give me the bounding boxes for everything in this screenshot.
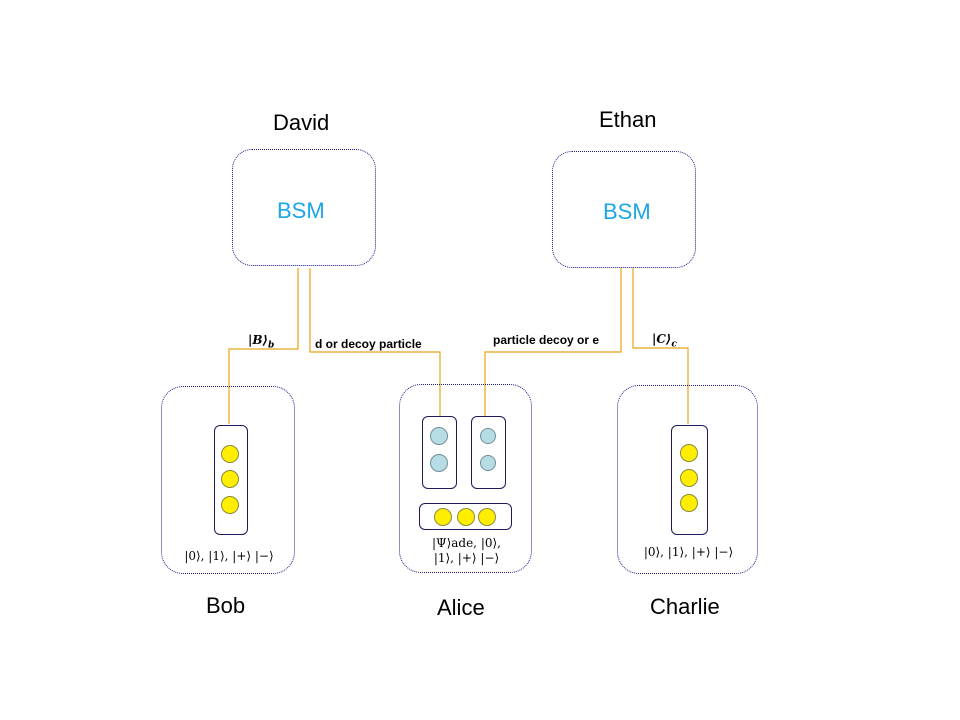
alice-register-left	[422, 416, 457, 489]
alice-states-line1: |Ψ⟩ade, |0⟩,	[432, 536, 501, 550]
alice-qubit-right-1	[480, 428, 496, 444]
bob-state-ket: |B⟩	[248, 333, 268, 347]
charlie-state-subscript: c	[671, 339, 677, 350]
charlie-state-ket: |C⟩	[652, 332, 672, 346]
party-box-bob: |0⟩, |1⟩, |+⟩ |−⟩	[161, 386, 295, 574]
alice-qubit-bottom-2	[457, 508, 475, 526]
bob-qubit-register	[214, 425, 248, 535]
charlie-qubit-3	[680, 494, 698, 512]
bsm-label-david: BSM	[277, 198, 325, 223]
bob-qubit-2	[221, 470, 239, 488]
alice-qubit-right-2	[480, 455, 496, 471]
channel-label-alice-ethan: particle decoy or e	[493, 333, 600, 347]
charlie-qubit-register	[671, 425, 708, 535]
node-label-ethan: Ethan	[599, 107, 657, 132]
bob-qubit-1	[221, 445, 239, 463]
charlie-qubit-2	[680, 469, 698, 487]
channel-label-david-alice: d or decoy particle	[315, 337, 422, 351]
charlie-qubit-1	[680, 444, 698, 462]
bsm-box-david: BSM	[232, 149, 376, 266]
alice-qubit-left-1	[430, 427, 448, 445]
alice-qubit-bottom-3	[478, 508, 496, 526]
node-label-charlie: Charlie	[650, 594, 720, 619]
alice-states-line2: |1⟩, |+⟩ |−⟩	[433, 551, 500, 565]
bsm-box-ethan: BSM	[552, 151, 696, 268]
alice-register-right	[471, 416, 506, 489]
alice-register-bottom	[419, 503, 512, 530]
party-box-alice: |Ψ⟩ade, |0⟩, |1⟩, |+⟩ |−⟩	[399, 384, 532, 573]
channel-label-charlie-state: |C⟩c	[652, 332, 677, 349]
alice-qubit-left-2	[430, 454, 448, 472]
link-ethan-charlie	[632, 268, 689, 424]
bob-state-subscript: b	[268, 340, 275, 351]
alice-qubit-bottom-1	[434, 508, 452, 526]
bob-qubit-3	[221, 496, 239, 514]
bsm-label-ethan: BSM	[603, 199, 651, 224]
bob-basis-states: |0⟩, |1⟩, |+⟩ |−⟩	[184, 549, 274, 563]
node-label-bob: Bob	[206, 593, 246, 618]
channel-label-bob-state: |B⟩b	[248, 333, 274, 350]
party-box-charlie: |0⟩, |1⟩, |+⟩ |−⟩	[617, 385, 758, 574]
node-label-david: David	[273, 110, 330, 135]
node-label-alice: Alice	[437, 595, 485, 620]
charlie-basis-states: |0⟩, |1⟩, |+⟩ |−⟩	[643, 545, 734, 559]
